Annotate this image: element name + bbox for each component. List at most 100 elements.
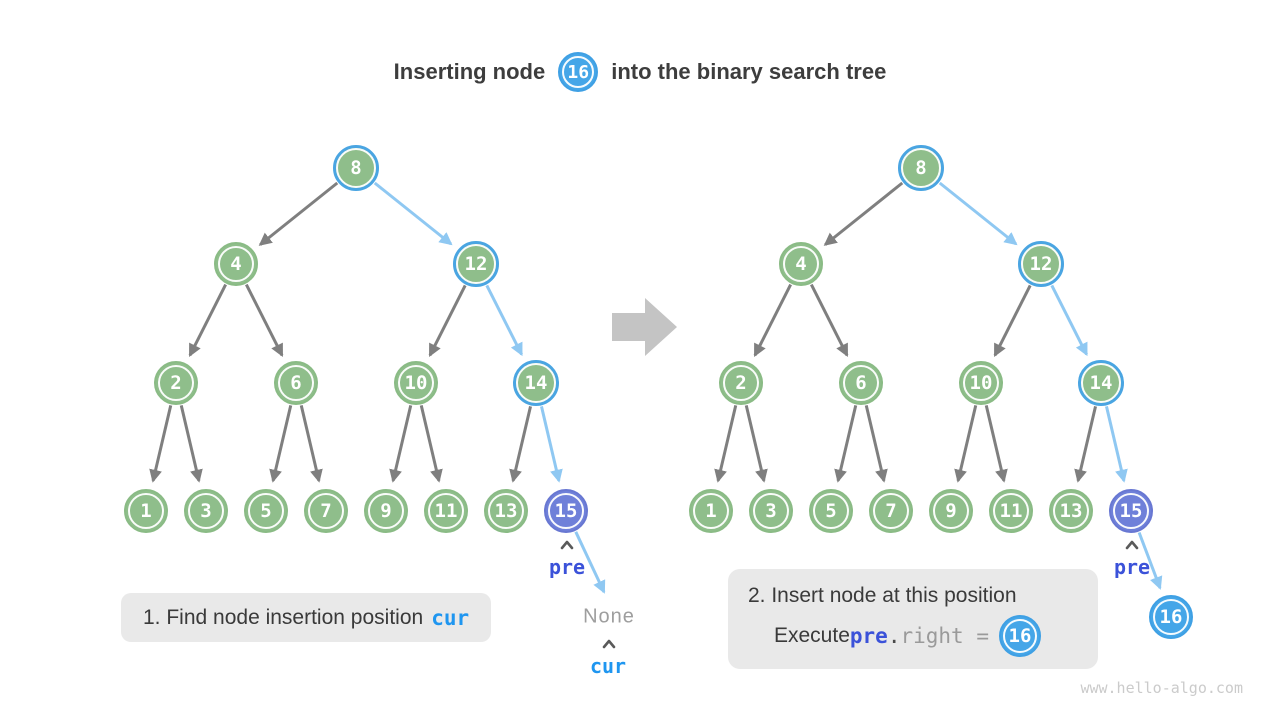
edge-after-6-7 (864, 405, 888, 483)
edge-after-10-9 (954, 405, 978, 483)
edge-after-6-5 (834, 405, 858, 483)
tree-node-value: 9 (380, 500, 392, 522)
tree-node-value: 1 (705, 500, 717, 522)
tree-node-value: 10 (404, 372, 428, 394)
caption-step2-code-dot: . (887, 624, 901, 648)
edge-after-8-4 (823, 181, 904, 246)
edge-before-4-6 (245, 283, 284, 358)
caret-up-icon (560, 540, 574, 550)
title-node-value: 16 (567, 61, 590, 83)
watermark: www.hello-algo.com (1080, 679, 1243, 697)
tree-node-before-4: 4 (214, 242, 258, 286)
tree-node-value: 4 (230, 253, 242, 275)
tree-node-value: 11 (434, 500, 458, 522)
tree-node-before-1: 1 (124, 489, 168, 533)
edge-after-14-13 (1074, 406, 1097, 483)
tree-node-value: 8 (350, 157, 362, 179)
tree-node-after-8: 8 (898, 145, 944, 191)
tree-node-after-10: 10 (959, 361, 1003, 405)
caption-step2-code-pre: pre (849, 624, 888, 648)
tree-node-before-15: 15 (544, 489, 588, 533)
tree-node-value: 16 (1159, 606, 1183, 628)
caret-up-icon (602, 639, 616, 649)
edge-before-2-1 (149, 405, 173, 483)
figure-title: Inserting node 16 into the binary search… (0, 48, 1280, 96)
tree-node-value: 6 (855, 372, 867, 394)
edge-after-12-10 (993, 284, 1032, 358)
tree-node-before-7: 7 (304, 489, 348, 533)
pointer-label-cur: cur (589, 654, 627, 678)
caption-step1: 1. Find node insertion position cur (121, 593, 492, 642)
tree-node-value: 7 (320, 500, 332, 522)
edge-before-14-13 (509, 406, 532, 483)
title-prefix: Inserting node (393, 59, 546, 84)
tree-node-value: 12 (464, 253, 488, 275)
tree-node-value: 3 (200, 500, 212, 522)
edge-after-14-15 (1105, 406, 1128, 483)
tree-node-after-7: 7 (869, 489, 913, 533)
tree-node-before-10: 10 (394, 361, 438, 405)
tree-node-after-9: 9 (929, 489, 973, 533)
tree-node-before-3: 3 (184, 489, 228, 533)
caption-step2-code-rest: right = (900, 624, 989, 648)
edge-before-10-9 (389, 405, 413, 483)
tree-node-after-12: 12 (1018, 241, 1064, 287)
tree-node-value: 6 (290, 372, 302, 394)
edge-after-2-3 (744, 405, 768, 483)
edge-after-8-12 (938, 181, 1018, 246)
tree-node-before-11: 11 (424, 489, 468, 533)
tree-node-after-2: 2 (719, 361, 763, 405)
edge-before-14-15 (540, 406, 563, 483)
caption-step2-line2: Execute pre . right = 16 (774, 615, 1098, 657)
tree-node-value: 4 (795, 253, 807, 275)
caption-step2-line1: 2. Insert node at this position (748, 584, 1017, 607)
tree-node-value: 7 (885, 500, 897, 522)
title-suffix: into the binary search tree (611, 59, 887, 84)
caption-step1-code-cur: cur (431, 605, 470, 630)
tree-node-before-14: 14 (513, 360, 559, 406)
caption-step2: 2. Insert node at this position Execute … (728, 569, 1098, 669)
pointer-label-pre: pre (1113, 555, 1151, 579)
tree-node-after-3: 3 (749, 489, 793, 533)
tree-node-value: 15 (554, 500, 578, 522)
edge-before-2-3 (179, 405, 203, 483)
title-node-16: 16 (558, 52, 599, 92)
edge-before-10-11 (419, 405, 443, 483)
edge-before-12-14 (485, 284, 523, 357)
caret-up-icon (1125, 540, 1139, 550)
tree-node-value: 9 (945, 500, 957, 522)
tree-node-value: 13 (494, 500, 518, 522)
tree-node-value: 3 (765, 500, 777, 522)
tree-node-value: 15 (1119, 500, 1143, 522)
edge-after-12-14 (1050, 284, 1088, 357)
tree-node-after-5: 5 (809, 489, 853, 533)
pointer-label-none: None (583, 605, 635, 628)
tree-node-before-6: 6 (274, 361, 318, 405)
tree-node-value: 10 (969, 372, 993, 394)
edge-before-4-2 (188, 283, 227, 358)
edge-before-6-5 (269, 405, 293, 483)
tree-node-after-11: 11 (989, 489, 1033, 533)
edge-before-12-10 (428, 284, 467, 358)
tree-node-after-14: 14 (1078, 360, 1124, 406)
tree-node-after-6: 6 (839, 361, 883, 405)
edge-before-6-7 (299, 405, 323, 483)
tree-node-before-12: 12 (453, 241, 499, 287)
tree-node-after-1: 1 (689, 489, 733, 533)
tree-node-value: 14 (524, 372, 548, 394)
tree-node-value: 1 (140, 500, 152, 522)
tree-node-before-9: 9 (364, 489, 408, 533)
tree-node-value: 11 (999, 500, 1023, 522)
tree-node-value: 5 (260, 500, 272, 522)
tree-node-before-13: 13 (484, 489, 528, 533)
caption-step2-node-value: 16 (1008, 625, 1032, 647)
tree-node-before-5: 5 (244, 489, 288, 533)
tree-node-value: 12 (1029, 253, 1053, 275)
caption-step2-prefix: Execute (774, 624, 850, 647)
tree-node-value: 14 (1089, 372, 1113, 394)
tree-node-before-8: 8 (333, 145, 379, 191)
tree-node-after-16: 16 (1149, 595, 1193, 639)
edge-after-10-11 (984, 405, 1008, 483)
